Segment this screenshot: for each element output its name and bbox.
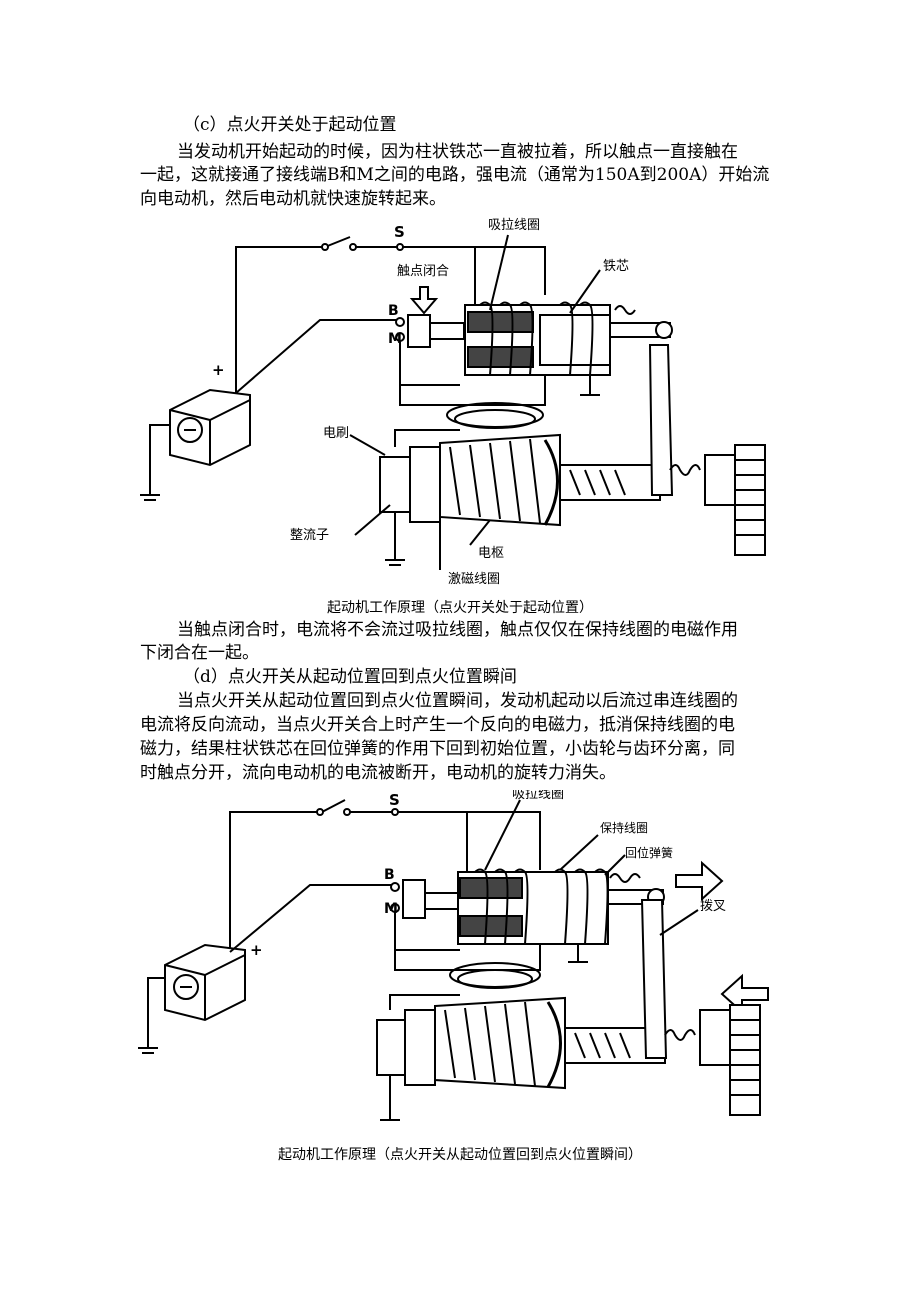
fig2-label-plus: + <box>250 941 263 959</box>
fig1-label-m: M <box>388 331 402 347</box>
fig2-label-fork: 拨叉 <box>700 899 726 914</box>
section-c-para1-line2: 一起，这就接通了接线端B和M之间的电路，强电流（通常为150A到200A）开始流 <box>140 165 770 185</box>
fig1-label-plus: + <box>212 361 225 379</box>
section-d-para1-line1: 当点火开关从起动位置回到点火位置瞬间，发动机起动以后流过串连线圈的 <box>177 691 738 711</box>
fig1-label-b: B <box>388 303 399 319</box>
fig1-label-pull-coil: 吸拉线圈 <box>488 218 540 233</box>
figure-caption-2: 起动机工作原理（点火开关从起动位置回到点火位置瞬间） <box>278 1147 642 1163</box>
figure-caption-1: 起动机工作原理（点火开关处于起动位置） <box>327 600 593 616</box>
fig1-label-brush: 电刷 <box>323 426 349 441</box>
fig2-label-return-spring: 回位弹簧 <box>625 845 673 860</box>
section-d-para1-line4: 时触点分开，流向电动机的电流被断开，电动机的旋转力消失。 <box>140 763 616 783</box>
fig1-label-field-coil: 激磁线圈 <box>448 572 500 585</box>
fig1-label-core: 铁芯 <box>603 259 629 274</box>
fig1-label-contact-closed: 触点闭合 <box>397 264 449 279</box>
fig2-label-pull-coil: 吸拉线圈 <box>512 790 564 802</box>
section-d-para1-line3: 磁力，结果柱状铁芯在回位弹簧的作用下回到初始位置，小齿轮与齿环分离，同 <box>140 739 735 759</box>
fig2-label-s: S <box>389 791 400 809</box>
section-c-para2-line2: 下闭合在一起。 <box>140 643 259 663</box>
starter-diagram-start-position: S 吸拉线圈 触点闭合 铁芯 B M + 电刷 整流子 电枢 激磁线圈 <box>140 218 766 585</box>
fig1-label-commutator: 整流子 <box>290 528 329 543</box>
section-c-heading: （c）点火开关处于起动位置 <box>183 115 397 135</box>
fig1-label-s: S <box>394 223 405 241</box>
fig1-label-armature: 电枢 <box>478 546 504 561</box>
starter-diagram-return-position: S 吸拉线圈 保持线圈 回位弹簧 拨叉 B M + <box>138 790 769 1121</box>
section-c-para1-line3: 向电动机，然后电动机就快速旋转起来。 <box>140 189 446 209</box>
section-c-para2-line1: 当触点闭合时，电流将不会流过吸拉线圈，触点仅仅在保持线圈的电磁作用 <box>177 620 738 640</box>
section-d-heading: （d）点火开关从起动位置回到点火位置瞬间 <box>183 667 517 687</box>
section-c-para1-line1: 当发动机开始起动的时候，因为柱状铁芯一直被拉着，所以触点一直接触在 <box>177 142 738 162</box>
fig2-label-hold-coil: 保持线圈 <box>600 820 648 835</box>
section-d-para1-line2: 电流将反向流动，当点火开关合上时产生一个反向的电磁力，抵消保持线圈的电 <box>140 715 735 735</box>
fig2-label-b: B <box>384 867 395 883</box>
fig2-label-m: M <box>384 901 398 917</box>
